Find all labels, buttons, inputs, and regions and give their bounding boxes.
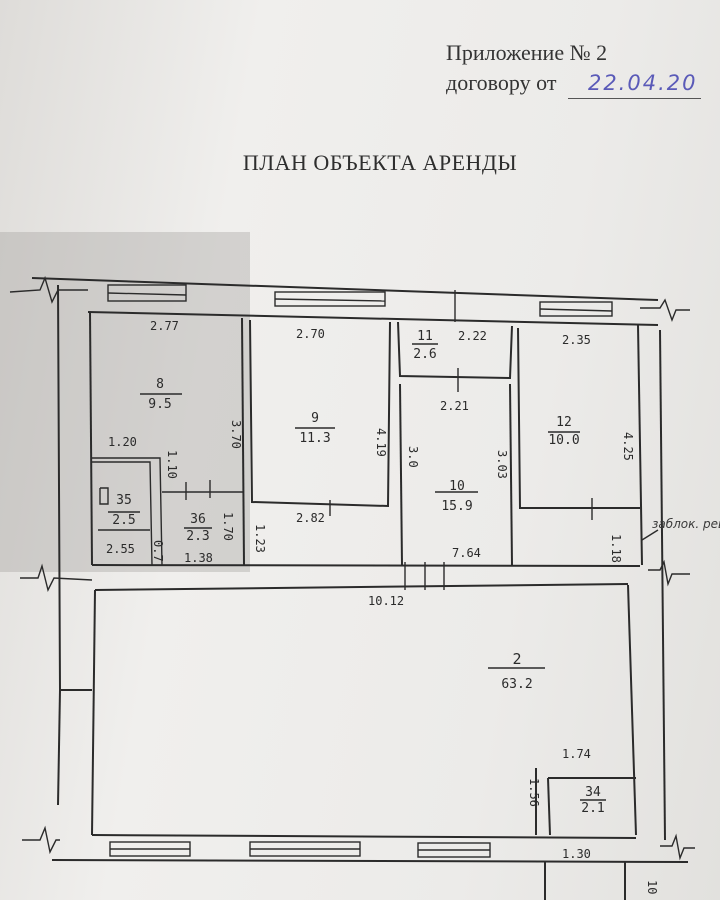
dim-label: 7.64 xyxy=(452,546,481,560)
room-labels: 8 9.5 9 11.3 10 15.9 11 2.6 12 10.0 2 63… xyxy=(112,329,604,816)
dim-label: 2.35 xyxy=(562,333,591,347)
page-title: ПЛАН ОБЪЕКТА АРЕНДЫ xyxy=(242,150,518,175)
dim-label: 3.70 xyxy=(229,420,243,449)
dim-label: 1.10 xyxy=(165,450,179,479)
dim-label: 1.20 xyxy=(108,435,137,449)
room-35-number: 35 xyxy=(116,493,132,508)
top-windows xyxy=(107,284,613,317)
dim-label: 2.70 xyxy=(296,327,325,341)
room-10-area: 15.9 xyxy=(441,499,472,514)
room-36-number: 36 xyxy=(190,512,206,527)
dim-label: 3.03 xyxy=(495,450,509,479)
room-34-area: 2.1 xyxy=(581,801,604,816)
contract-line: договору от 22.04.20 xyxy=(446,68,716,99)
dim-label: 2.82 xyxy=(296,511,325,525)
dim-label: 10 xyxy=(645,880,659,894)
room-11-number: 11 xyxy=(417,329,433,344)
dim-label: 4.19 xyxy=(374,428,388,457)
dim-label: 1.30 xyxy=(562,847,591,861)
room-2-number: 2 xyxy=(512,650,521,668)
dim-label: 4.25 xyxy=(621,432,635,461)
room-8-number: 8 xyxy=(156,377,164,392)
dim-label: 3.0 xyxy=(406,446,420,468)
dim-label: 1.70 xyxy=(221,512,235,541)
dimension-labels: 2.77 2.70 2.22 2.35 3.70 4.19 2.21 3.0 3… xyxy=(106,319,659,894)
room-10-number: 10 xyxy=(449,479,465,494)
room-12-area: 10.0 xyxy=(548,433,579,448)
dim-label: 1.23 xyxy=(253,524,267,553)
contract-date: 22.04.20 xyxy=(567,68,702,99)
appendix-label: Приложение № 2 xyxy=(446,40,608,65)
dim-label: 1.56 xyxy=(527,778,541,807)
dim-label: 1.38 xyxy=(184,551,213,565)
dim-label: 2.21 xyxy=(440,399,469,413)
room-2-area: 63.2 xyxy=(501,677,532,692)
appendix-header: Приложение № 2 договору от 22.04.20 xyxy=(446,38,716,99)
room-8-area: 9.5 xyxy=(148,397,171,412)
room-34-number: 34 xyxy=(585,785,601,800)
room-35-area: 2.5 xyxy=(112,513,135,528)
partitions xyxy=(92,290,640,836)
dim-label: 1.18 xyxy=(609,534,623,563)
handwritten-note: заблок. реш xyxy=(652,517,720,531)
dim-label: 1.74 xyxy=(562,747,591,761)
room-9-number: 9 xyxy=(311,411,319,426)
photo-shadow xyxy=(0,232,250,572)
dim-label: 0.7 xyxy=(151,540,165,562)
contract-prefix: договору от xyxy=(446,70,557,95)
dim-label: 2.77 xyxy=(150,319,179,333)
bottom-windows xyxy=(109,841,491,858)
dim-label: 2.22 xyxy=(458,329,487,343)
dim-label: 2.55 xyxy=(106,542,135,556)
dim-label: 10.12 xyxy=(368,594,404,608)
room-12-number: 12 xyxy=(556,415,572,430)
room-9-area: 11.3 xyxy=(299,431,330,446)
room-11-area: 2.6 xyxy=(413,347,436,362)
outer-walls xyxy=(9,275,695,900)
room-36-area: 2.3 xyxy=(186,529,209,544)
